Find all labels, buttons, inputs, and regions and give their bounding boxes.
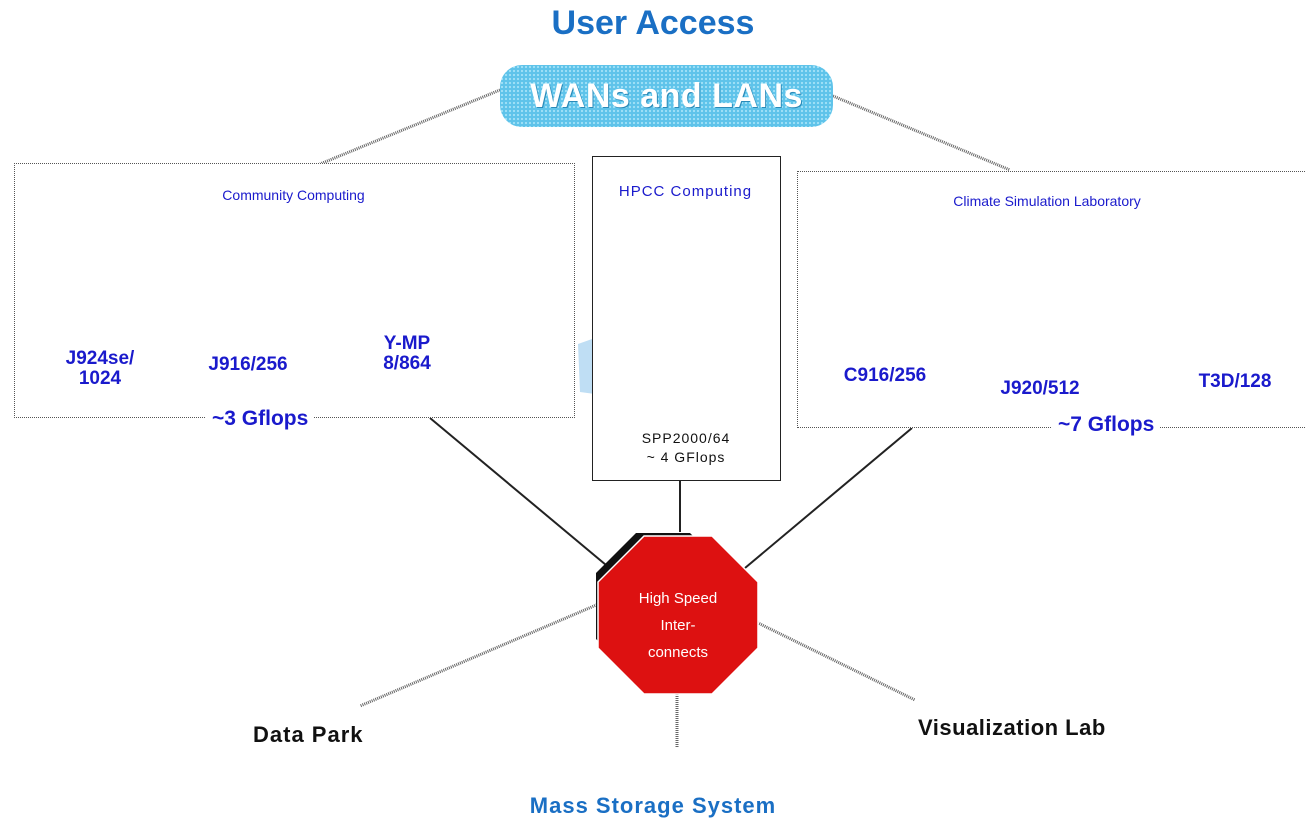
hub-octagon-icon [596,533,759,695]
climate-performance-label: ~7 Gflops [1052,413,1161,437]
hub-label-line: Inter- [660,617,696,634]
system-label-c916: C916/256 [843,365,927,386]
link-hub-datapark [359,598,609,708]
climate-simulation-title: Climate Simulation Laboratory [953,193,1141,209]
hub-label-line: High Speed [638,590,718,607]
user-access-title: User Access [551,4,755,42]
link-wan-climate [832,94,1011,172]
hpcc-computing-title: HPCC Computing [618,183,753,200]
system-label-j916: J916/256 [208,354,288,375]
system-label-line: J924se/ [65,348,135,369]
community-performance-label: ~3 Gflops [206,407,315,431]
hub-label: High Speed Inter- connects [605,585,751,666]
hpcc-computing-panel [592,156,781,481]
hub-label-line: connects [647,644,709,661]
community-computing-panel [14,163,575,418]
system-label-line: 1024 [78,368,122,389]
system-label-ymp: Y-MP 8/864 [367,334,447,374]
link-climate-hub [744,427,913,569]
system-label-line: Y-MP [383,333,431,354]
system-label-line: 8/864 [383,353,431,374]
data-park-label: Data Park [253,722,364,747]
link-hub-vislab [751,618,916,702]
visualization-lab-label: Visualization Lab [918,715,1106,740]
link-community-hub [429,417,613,571]
hpcc-performance-label: ~ 4 GFlops [646,449,726,465]
mass-storage-label: Mass Storage System [529,793,777,818]
climate-simulation-panel [797,171,1306,428]
link-wan-community [319,88,501,166]
system-label-j924: J924se/ 1024 [45,349,155,389]
system-label-t3d: T3D/128 [1198,371,1272,392]
system-label-j920: J920/512 [1000,378,1080,399]
community-computing-title: Community Computing [222,187,365,203]
wan-lan-bubble: WANs and LANs [500,65,833,127]
spp2000-label: SPP2000/64 [641,430,731,446]
wan-lan-label: WANs and LANs [530,76,803,115]
